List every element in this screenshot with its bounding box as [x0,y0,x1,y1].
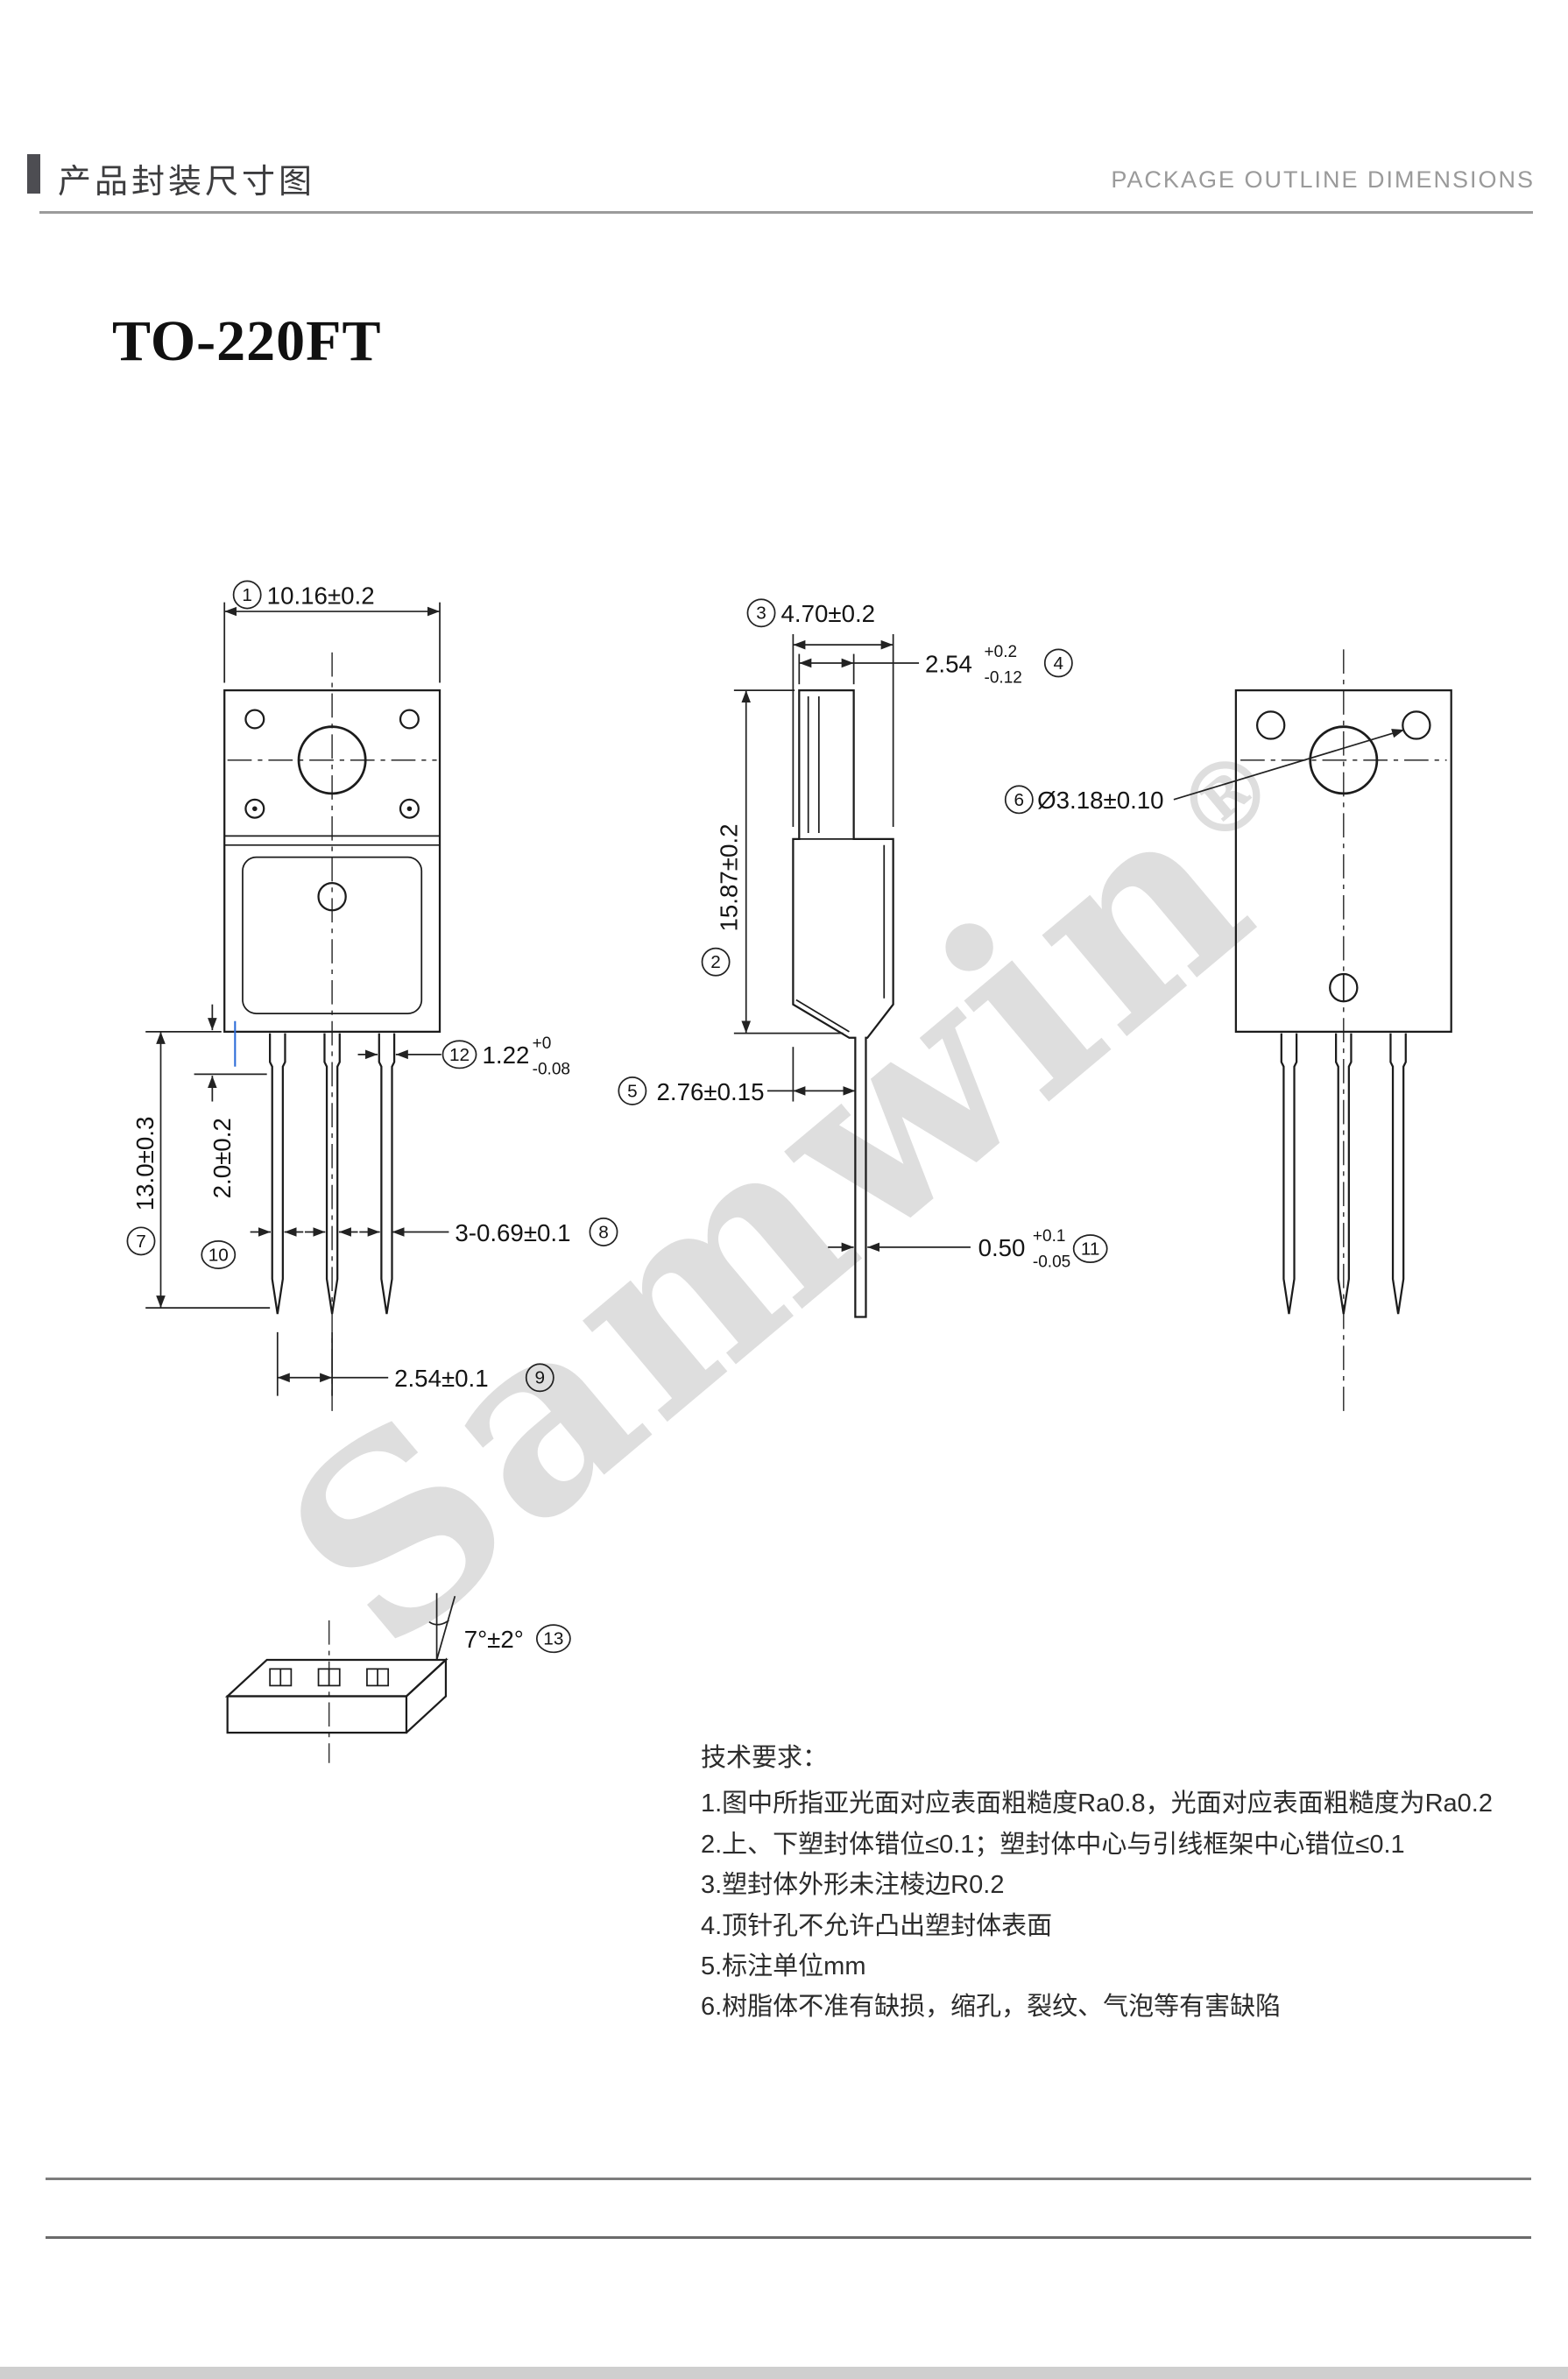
tech-requirement-item-6: 6.树脂体不准有缺损，缩孔，裂纹、气泡等有害缺陷 [701,1993,1282,2022]
dim-11-value: 0.50 [978,1234,1026,1261]
dim-5: 5 2.76±0.15 [618,1047,856,1105]
dim-8-value: 3-0.69±0.1 [455,1219,570,1246]
dim-4-tol-upper: +0.2 [985,643,1018,661]
dim-4-value: 2.54 [925,650,972,677]
dim-6: 6 Ø3.18±0.10 [1004,729,1405,815]
dim-7-index: 7 [136,1232,146,1252]
dim-3-index: 3 [756,604,766,624]
dim-3-value: 4.70±0.2 [781,600,876,627]
header-rule [39,211,1533,214]
side-view: 3 4.70±0.2 2.54 +0.2 -0.12 4 [618,598,1108,1318]
dim-5-value: 2.76±0.15 [657,1078,765,1105]
bottom-view: 7°±2° 13 [224,1592,571,1763]
dim-13-value: 7°±2° [464,1626,524,1653]
header-accent-bar [27,154,40,194]
dim-11-tol-upper: +0.1 [1033,1227,1066,1246]
dim-8: 3-0.69±0.1 8 [250,1218,618,1246]
header-title-en: PACKAGE OUTLINE DIMENSIONS [1111,166,1535,193]
tech-requirement-item-4: 4.顶针孔不允许凸出塑封体表面 [701,1911,1053,1940]
dim-6-index: 6 [1014,790,1025,810]
tech-requirement-item-3: 3.塑封体外形未注棱边R0.2 [701,1871,1005,1900]
dim-4-tol-lower: -0.12 [985,668,1022,687]
dim-7-value: 13.0±0.3 [131,1117,159,1211]
package-title: TO-220FT [112,309,382,373]
tech-requirements: 技术要求： 1.图中所指亚光面对应表面粗糙度Ra0.8，光面对应表面粗糙度为Ra… [701,1738,1542,2028]
back-view: 6 Ø3.18±0.10 [1004,649,1452,1411]
dim-9-value: 2.54±0.1 [394,1365,489,1392]
dim-2-value: 15.87±0.2 [715,824,742,932]
dim-7: 13.0±0.3 7 [126,1030,271,1309]
dim-11-tol-lower: -0.05 [1033,1253,1070,1271]
dim-12-tol-lower: -0.08 [533,1060,570,1078]
dim-10-index: 10 [208,1245,229,1265]
dim-4: 2.54 +0.2 -0.12 4 [798,643,1073,687]
page-bottom-edge [0,2367,1568,2379]
dim-3: 3 4.70±0.2 [746,598,894,828]
dim-6-value: Ø3.18±0.10 [1037,787,1163,814]
dim-13-index: 13 [543,1629,563,1649]
front-view: 1 10.16±0.2 13.0±0.3 7 2.0±0.2 [126,580,618,1411]
dim-13: 7°±2° 13 [428,1592,571,1661]
tech-requirement-item-5: 5.标注单位mm [701,1952,866,1980]
dim-1-value: 10.16±0.2 [267,582,375,609]
dim-10: 2.0±0.2 10 [194,1004,267,1269]
dim-12: 12 1.22 +0 -0.08 [357,1034,570,1078]
tech-requirement-item-2: 2.上、下塑封体错位≤0.1；塑封体中心与引线框架中心错位≤0.1 [701,1830,1405,1859]
dim-12-index: 12 [449,1045,470,1065]
dim-11-index: 11 [1081,1239,1100,1259]
dim-11: 0.50 +0.1 -0.05 11 [828,1227,1108,1271]
dim-1-index: 1 [242,585,252,605]
dim-8-index: 8 [598,1222,609,1242]
dim-9: 2.54±0.1 9 [276,1331,554,1396]
dim-2: 15.87±0.2 2 [701,689,844,1034]
footer-rule-bottom [46,2236,1531,2239]
header-title-zh: 产品封装尺寸图 [58,164,316,201]
dim-12-tol-upper: +0 [533,1034,552,1053]
dim-12-value: 1.22 [483,1041,530,1069]
dim-9-index: 9 [535,1368,546,1388]
dim-10-value: 2.0±0.2 [208,1118,236,1198]
dim-1: 1 10.16±0.2 [223,580,441,683]
dim-5-index: 5 [627,1081,638,1101]
tech-requirement-item-1: 1.图中所指亚光面对应表面粗糙度Ra0.8，光面对应表面粗糙度为Ra0.2 [701,1790,1493,1818]
footer-rule-top [46,2178,1531,2180]
dim-2-index: 2 [710,952,721,972]
dim-4-index: 4 [1054,653,1064,674]
tech-requirements-heading: 技术要求： [701,1744,829,1772]
